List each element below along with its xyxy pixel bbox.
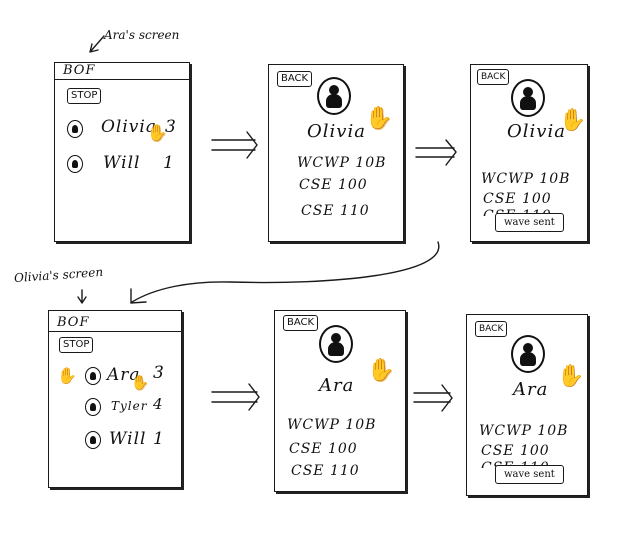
waving-hand-outline-icon[interactable]: ✋ [130, 375, 149, 392]
list-item[interactable]: Olivia ✋ 3 [55, 115, 189, 143]
flow-arrow-a2-a3 [415, 139, 457, 166]
profile-name: Ara [319, 375, 355, 396]
list-item-name: Will [109, 429, 147, 449]
list-item[interactable]: Tyler 4 [49, 395, 181, 421]
title-divider [49, 331, 181, 332]
waving-hand-outline-icon[interactable]: ✋ [364, 106, 393, 131]
course-item: CSE 110 [301, 203, 370, 219]
list-item-count: 1 [163, 153, 174, 173]
list-item[interactable]: Will 1 [55, 151, 189, 179]
course-item: WCWP 10B [287, 417, 377, 433]
waving-hand-filled-icon[interactable]: ✋ [559, 108, 587, 133]
course-item: WCWP 10B [481, 171, 571, 187]
screen-olivia-wave-sent: BACK ✋ Olivia WCWP 10B CSE 100 CSE 110 w… [470, 64, 588, 242]
profile-name: Ara [513, 379, 549, 400]
course-item: WCWP 10B [479, 423, 569, 439]
app-title: BOF [63, 63, 96, 78]
wave-sent-toast: wave sent [495, 465, 564, 484]
course-item: CSE 100 [481, 443, 550, 459]
person-avatar-icon [317, 77, 351, 115]
course-item: CSE 110 [481, 460, 550, 468]
back-button[interactable]: BACK [477, 69, 510, 85]
caption-arrow-olivia [77, 289, 87, 304]
list-item[interactable]: ✋ Ara ✋ 3 [49, 363, 181, 392]
caption-arrow-ara [89, 35, 105, 53]
person-avatar-icon [67, 120, 83, 138]
back-button[interactable]: BACK [283, 315, 319, 331]
person-avatar-icon [85, 367, 101, 385]
course-item: WCWP 10B [297, 155, 387, 171]
screen-ara-profile: BACK ✋ Ara WCWP 10B CSE 100 CSE 110 [274, 310, 406, 492]
list-item-name: Tyler [111, 399, 148, 413]
stop-button[interactable]: STOP [59, 337, 94, 353]
stop-button[interactable]: STOP [67, 88, 102, 104]
list-item-name: Will [103, 153, 141, 173]
person-avatar-icon [85, 398, 101, 416]
title-divider [55, 79, 189, 80]
course-item: CSE 100 [483, 191, 552, 207]
wave-sent-toast: wave sent [495, 213, 564, 232]
flow-arrow-b2-b3 [413, 384, 453, 412]
list-item-count: 1 [153, 429, 164, 449]
person-avatar-icon [85, 431, 101, 449]
screen-ara-wave-sent: BACK ✋ Ara WCWP 10B CSE 100 CSE 110 wave… [466, 314, 588, 496]
screen-olivia-profile: BACK ✋ Olivia WCWP 10B CSE 100 CSE 110 [268, 64, 404, 242]
course-item: CSE 110 [291, 463, 360, 479]
list-item-count: 3 [153, 363, 164, 383]
person-avatar-icon [511, 335, 545, 373]
waving-hand-outline-icon[interactable]: ✋ [147, 123, 168, 143]
person-avatar-icon [511, 79, 545, 117]
profile-name: Olivia [507, 121, 566, 142]
course-item: CSE 110 [483, 208, 552, 216]
caption-ara-screen: Ara's screen [104, 28, 180, 42]
profile-name: Olivia [307, 121, 366, 142]
list-item-name: Olivia [101, 117, 157, 137]
course-item: CSE 100 [299, 177, 368, 193]
list-item-count: 4 [153, 395, 163, 413]
list-item-count: 3 [165, 117, 176, 137]
list-item[interactable]: Will 1 [49, 429, 181, 455]
flow-curve-arrowhead [130, 288, 147, 304]
waving-hand-filled-icon: ✋ [57, 366, 77, 385]
app-title: BOF [57, 315, 90, 330]
flow-arrow-a1-a2 [211, 131, 258, 159]
flow-curve-a3-b1 [131, 241, 440, 303]
list-item-name: Ara [107, 365, 141, 385]
person-avatar-icon [319, 325, 353, 363]
waving-hand-filled-icon[interactable]: ✋ [557, 364, 585, 389]
back-button[interactable]: BACK [475, 321, 508, 337]
screen-ara-list: BOF STOP Olivia ✋ 3 Will 1 [54, 62, 190, 242]
flow-arrow-b1-b2 [211, 383, 260, 411]
back-button[interactable]: BACK [277, 71, 313, 87]
person-avatar-icon [67, 155, 83, 173]
course-item: CSE 100 [289, 441, 358, 457]
screen-olivia-list: BOF STOP ✋ Ara ✋ 3 Tyler 4 Will 1 [48, 310, 182, 488]
waving-hand-outline-icon[interactable]: ✋ [366, 358, 395, 383]
